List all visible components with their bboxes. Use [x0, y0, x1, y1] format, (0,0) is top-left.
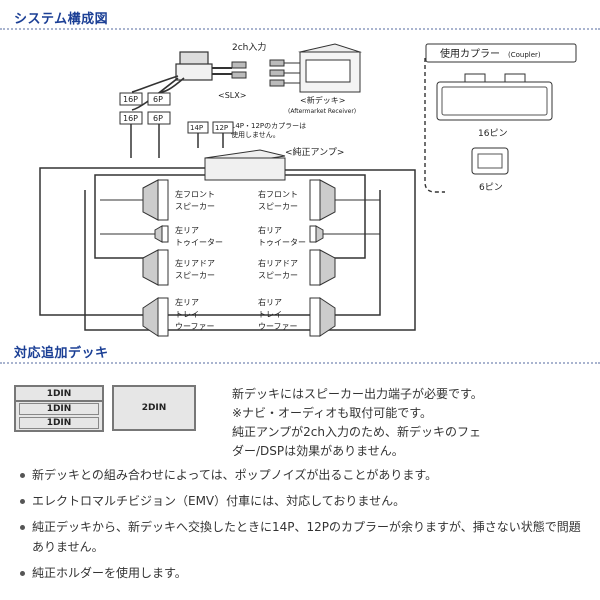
- left-rear-woofer-label-1: 左リア: [175, 297, 199, 307]
- right-rear-woofer-label-3: ウーファー: [258, 322, 298, 331]
- left-rear-woofer-label-3: ウーファー: [175, 322, 215, 331]
- left-front-speaker: [100, 179, 169, 221]
- coupler-6pin-label: 6ピン: [479, 182, 503, 193]
- connector-12p-label: 12P: [215, 124, 228, 132]
- coupler-6pin: [471, 147, 509, 175]
- din-1-upper: 1DIN: [19, 403, 99, 415]
- din-2-slot: 2DIN: [112, 385, 196, 431]
- coupler-16pin-label: 16ピン: [478, 128, 507, 139]
- left-front-label-1: 左フロント: [175, 189, 215, 199]
- desc-line: 新デッキにはスピーカー出力端子が必要です。: [232, 387, 483, 401]
- factory-amp-label: <純正アンプ>: [285, 146, 344, 158]
- left-rear-woofer-label-2: トレイ: [175, 310, 199, 319]
- right-rear-tweeter-label-1: 右リア: [258, 225, 282, 235]
- din-1x2-slot: 1DIN 1DIN: [14, 400, 104, 432]
- deck-description: 新デッキにはスピーカー出力端子が必要です。 ※ナビ・オーディオも取付可能です。 …: [232, 385, 592, 461]
- note-item: 新デッキとの組み合わせによっては、ポップノイズが出ることがあります。: [20, 465, 590, 485]
- notes-list: 新デッキとの組み合わせによっては、ポップノイズが出ることがあります。 エレクトロ…: [20, 465, 590, 589]
- right-front-speaker: [309, 179, 380, 221]
- connector-6p-label: 6P: [153, 114, 163, 123]
- coupler-panel: 使用カプラー (Coupler) 16ピン 6ピン: [424, 43, 577, 193]
- din-1-label: 1DIN: [46, 389, 72, 399]
- connector-14p-label: 14P: [190, 124, 203, 132]
- compatible-decks-title: 対応追加デッキ: [14, 346, 109, 361]
- aftermarket-receiver-label: (Aftermarket Receiver): [288, 108, 356, 115]
- connector-16p-6p-upper: 16P 6P: [119, 92, 171, 106]
- desc-line: ※ナビ・オーディオも取付可能です。: [232, 406, 433, 420]
- connector-6p-label: 6P: [153, 95, 163, 104]
- connector-16p-6p-lower: 16P 6P: [119, 111, 171, 125]
- decks-divider: [0, 362, 600, 364]
- title-divider: [0, 28, 600, 30]
- slx-label: <SLX>: [218, 91, 246, 100]
- right-rear-door-speaker: [309, 249, 336, 286]
- desc-line: 純正アンプが2ch入力のため、新デッキのフェ: [232, 425, 481, 439]
- right-rear-tweeter-label-2: トゥイーター: [258, 238, 306, 247]
- factory-amp: [204, 149, 286, 181]
- slx-harness: [175, 51, 232, 81]
- right-rear-woofer: [309, 297, 336, 337]
- unused-coupler-note-line2: 使用しません。: [231, 130, 280, 139]
- input-2ch-label: 2ch入力: [232, 41, 266, 53]
- left-rear-tweeter-label-2: トゥイーター: [175, 238, 223, 247]
- note-item: 純正ホルダーを使用します。: [20, 563, 590, 583]
- note-item: エレクトロマルチビジョン（EMV）付車には、対応しておりません。: [20, 491, 590, 511]
- right-front-label-2: スピーカー: [258, 202, 298, 211]
- connector-16p-label: 16P: [123, 114, 138, 123]
- note-item: 純正デッキから、新デッキへ交換したときに14P、12Pのカプラーが余りますが、挿…: [20, 517, 590, 557]
- left-rear-tweeter: [100, 225, 169, 243]
- new-deck-label: <新デッキ>: [300, 95, 345, 105]
- coupler-title: 使用カプラー: [440, 47, 500, 60]
- left-rear-woofer: [142, 297, 169, 337]
- right-rear-door-label-1: 右リアドア: [258, 258, 298, 268]
- system-wiring-diagram: 2ch入力 <SLX> <新デッキ> (Aftermarket Receiver…: [39, 41, 577, 337]
- din-2-label: 2DIN: [141, 403, 167, 413]
- left-rear-tweeter-label-1: 左リア: [175, 225, 199, 235]
- right-rear-tweeter: [309, 225, 380, 243]
- right-front-label-1: 右フロント: [258, 189, 298, 199]
- right-rear-door-label-2: スピーカー: [258, 271, 298, 280]
- connector-16p-label: 16P: [123, 95, 138, 104]
- left-rear-door-speaker: [142, 249, 169, 286]
- coupler-16pin: [436, 73, 553, 121]
- din-1-lower: 1DIN: [19, 417, 99, 429]
- unused-coupler-note-line1: ※14P・12Pのカプラーは: [225, 122, 306, 130]
- new-deck-unit: [298, 43, 362, 93]
- connector-14p-12p: 14P 12P: [187, 121, 234, 134]
- system-diagram-title: システム構成図: [14, 12, 109, 27]
- rca-plugs: [231, 59, 300, 87]
- desc-line: ダー/DSPは効果がありません。: [232, 444, 404, 458]
- left-rear-door-label-2: スピーカー: [175, 271, 215, 280]
- right-rear-woofer-label-1: 右リア: [258, 297, 282, 307]
- left-front-label-2: スピーカー: [175, 202, 215, 211]
- right-rear-woofer-label-2: トレイ: [258, 310, 282, 319]
- coupler-subtitle: (Coupler): [508, 51, 541, 59]
- left-rear-door-label-1: 左リアドア: [175, 258, 215, 268]
